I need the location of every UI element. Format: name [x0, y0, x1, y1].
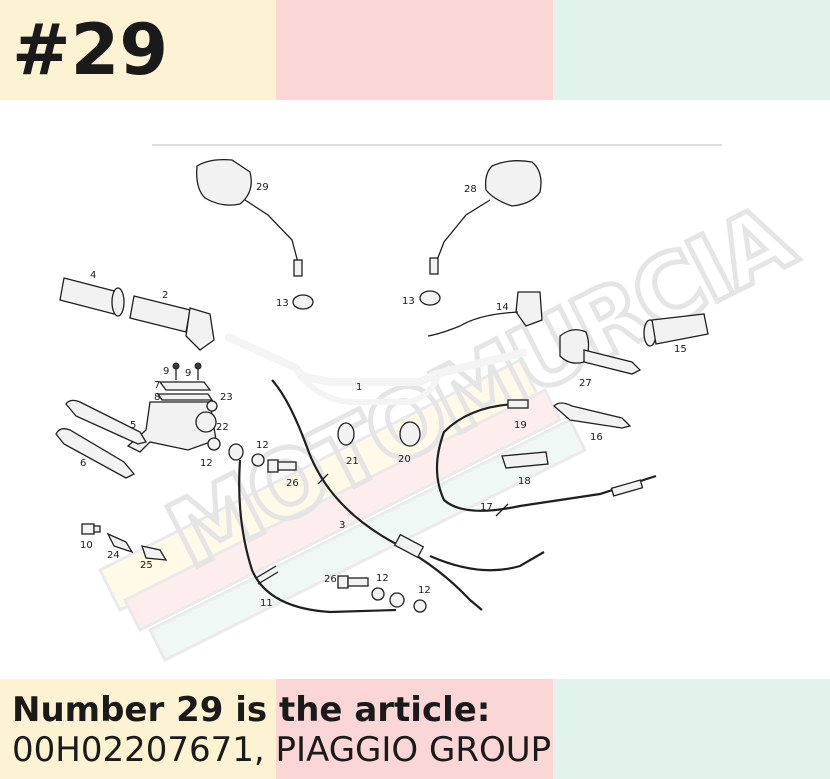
label-15: 15 — [674, 344, 687, 355]
footer-yellow-block — [0, 679, 276, 779]
label-17: 17 — [480, 502, 493, 513]
mirror-clamp-right — [419, 290, 441, 306]
right-grip — [643, 313, 709, 347]
label-28: 28 — [464, 184, 477, 195]
label-23: 23 — [220, 392, 233, 403]
label-1: 1 — [356, 382, 362, 393]
washer-1 — [207, 437, 221, 451]
label-19: 19 — [514, 420, 527, 431]
part-number-heading: #29 — [12, 9, 169, 91]
stop-switch — [501, 451, 549, 469]
mirror-left — [196, 158, 303, 277]
label-22: 22 — [216, 422, 229, 433]
washer-4 — [389, 592, 405, 608]
footer-pink-block — [276, 679, 553, 779]
label-13-right: 13 — [402, 296, 415, 307]
label-10: 10 — [80, 540, 93, 551]
throttle-cable — [271, 379, 545, 611]
brake-lever — [65, 399, 148, 445]
clutch-lever-assembly — [559, 329, 642, 375]
label-5: 5 — [130, 420, 136, 431]
label-12-a: 12 — [200, 458, 213, 469]
switch-24 — [106, 532, 134, 554]
label-16: 16 — [590, 432, 603, 443]
label-4: 4 — [90, 270, 96, 281]
banjo-bolt-2 — [337, 575, 369, 589]
clutch-cable — [435, 399, 657, 517]
banjo-bolt-1 — [267, 459, 297, 473]
watermark-text: MOTOMURCIA — [151, 183, 810, 589]
mirror-clamp-left — [292, 294, 314, 310]
label-18: 18 — [518, 476, 531, 487]
front-brake-lever — [553, 402, 632, 429]
handlebar — [224, 332, 527, 405]
label-26-b: 26 — [324, 574, 337, 585]
label-2: 2 — [162, 290, 168, 301]
label-8: 8 — [154, 392, 160, 403]
header-band — [0, 0, 830, 100]
washer-3 — [371, 587, 385, 601]
label-27: 27 — [579, 378, 592, 389]
part-labels: 29 28 4 2 13 13 14 15 27 9 9 7 8 23 22 5… — [80, 182, 687, 609]
label-13-left: 13 — [276, 298, 289, 309]
washer-2 — [251, 453, 265, 467]
brake-lever-alt — [55, 428, 136, 479]
label-24: 24 — [107, 550, 120, 561]
caption-title: Number 29 is the article: — [12, 690, 491, 730]
label-26-a: 26 — [286, 478, 299, 489]
label-14: 14 — [496, 302, 509, 313]
left-grip — [59, 277, 125, 317]
washer-5 — [413, 599, 427, 613]
footer-mint-block — [553, 679, 830, 779]
label-25: 25 — [140, 560, 153, 571]
label-12-d: 12 — [418, 585, 431, 596]
throttle-grip — [129, 295, 215, 351]
label-7: 7 — [154, 380, 160, 391]
label-6: 6 — [80, 458, 86, 469]
label-9-b: 9 — [185, 368, 191, 379]
master-cylinder — [126, 362, 218, 453]
label-21: 21 — [346, 456, 359, 467]
caption-article: 00H02207671, PIAGGIO GROUP — [12, 730, 552, 770]
screw-10 — [81, 523, 101, 535]
handlebar-exploded-diagram: MOTOMURCIA — [55, 144, 812, 663]
cable-clamp-20 — [399, 421, 421, 447]
label-9-a: 9 — [163, 366, 169, 377]
switch-unit — [427, 291, 543, 337]
header-mint-block — [553, 0, 830, 100]
label-12-c: 12 — [376, 573, 389, 584]
mirror-right — [429, 160, 542, 275]
header-yellow-block — [0, 0, 276, 100]
label-29: 29 — [256, 182, 269, 193]
brake-hose — [228, 443, 397, 614]
cable-clamp-21 — [337, 422, 355, 446]
label-12-b: 12 — [256, 440, 269, 451]
label-3: 3 — [339, 520, 345, 531]
label-20: 20 — [398, 454, 411, 465]
header-pink-block — [276, 0, 553, 100]
boot-25 — [141, 545, 168, 561]
footer-band — [0, 679, 830, 779]
label-11: 11 — [260, 598, 273, 609]
